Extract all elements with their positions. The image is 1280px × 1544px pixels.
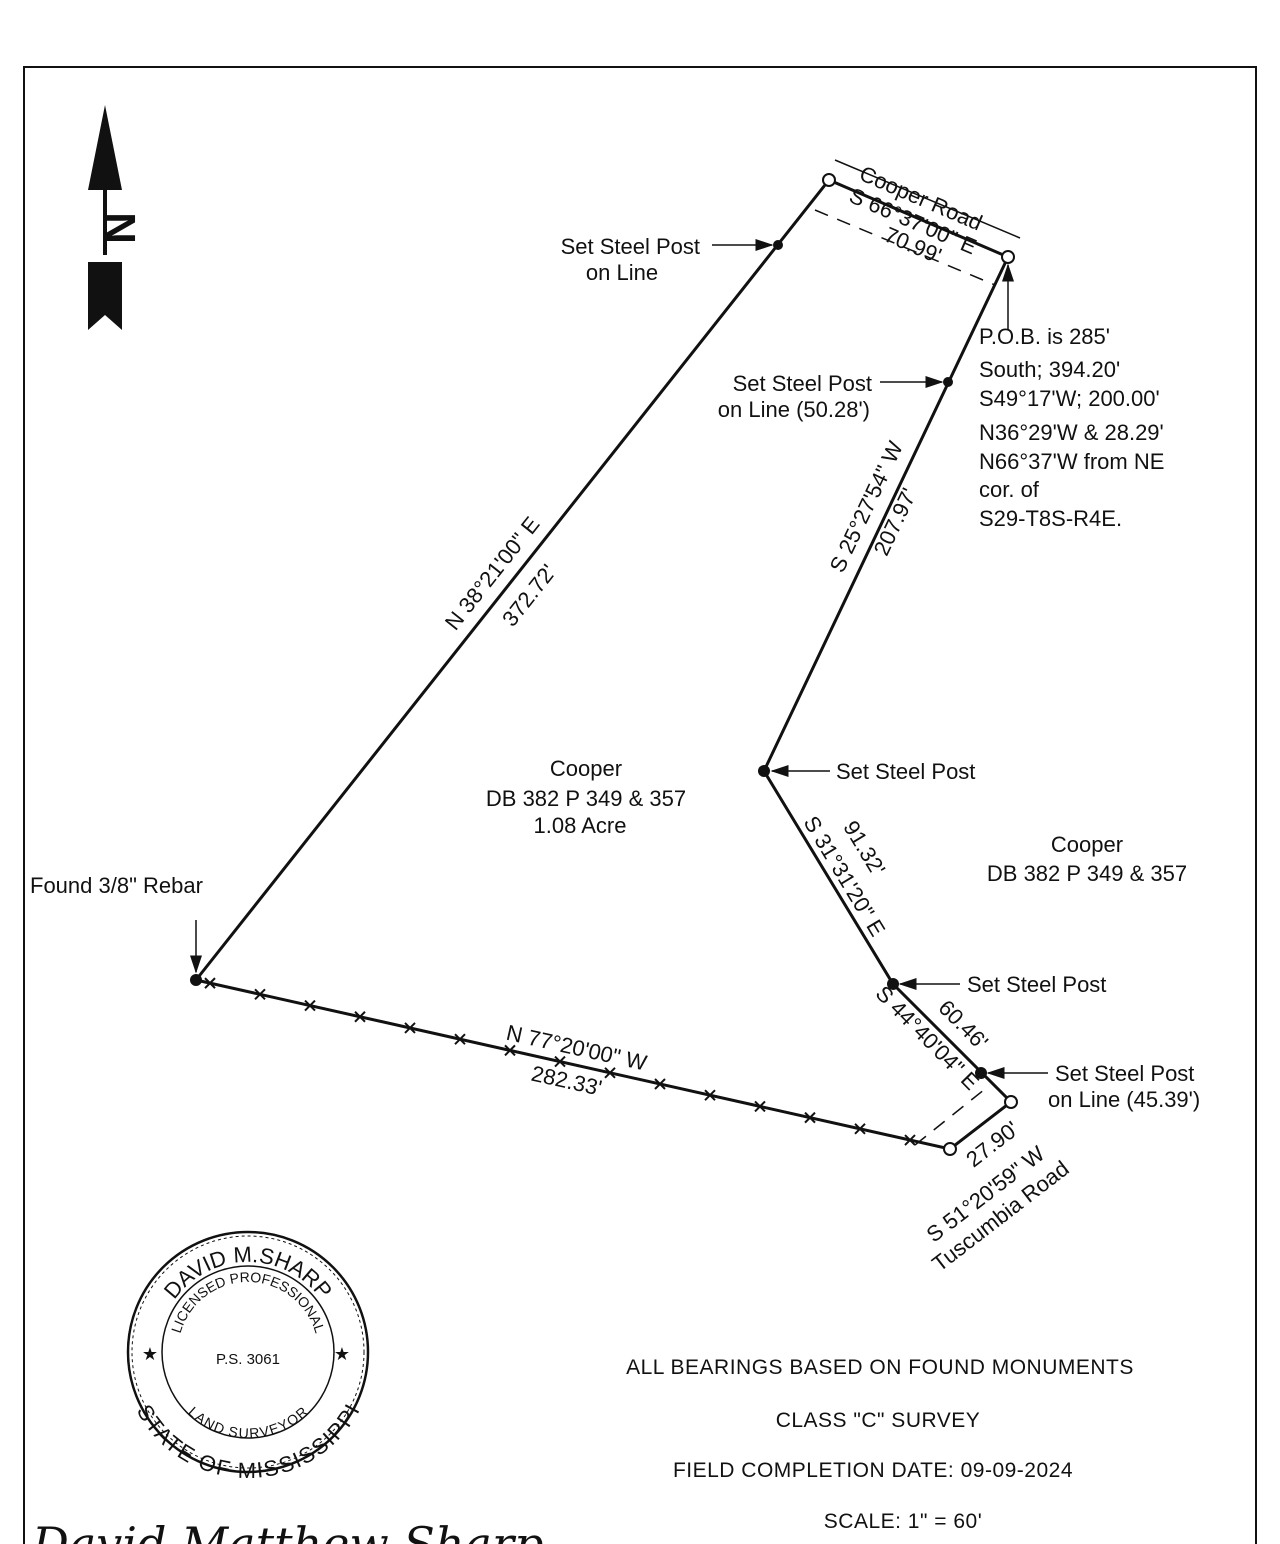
survey-notes: ALL BEARINGS BASED ON FOUND MONUMENTS CL…: [626, 1356, 1134, 1533]
fence-mark-icon: [704, 1089, 716, 1101]
svg-text:N36°29'W & 28.29': N36°29'W & 28.29': [979, 420, 1164, 445]
svg-text:ALL BEARINGS BASED ON FOUND MO: ALL BEARINGS BASED ON FOUND MONUMENTS: [626, 1356, 1134, 1379]
surveyor-signature: David Matthew Sharp: [31, 1517, 543, 1544]
callout-rebar: Found 3/8" Rebar: [30, 873, 203, 898]
steel-post-icon: [758, 765, 770, 777]
callout-post-east-1: Set Steel Post: [733, 371, 872, 396]
north-arrow-icon: N: [88, 105, 144, 330]
north-label: N: [95, 212, 144, 244]
bearing-west: N 38°21'00" E: [440, 512, 545, 635]
svg-text:cor. of: cor. of: [979, 477, 1040, 502]
distance-south: 282.33': [529, 1061, 604, 1101]
iron-pin-icon: [943, 1142, 957, 1156]
steel-post-icon: [887, 978, 899, 990]
subject-parcel-label: Cooper DB 382 P 349 & 357 1.08 Acre: [486, 756, 686, 838]
pob-note: P.O.B. is 285' South; 394.20' S49°17'W; …: [979, 324, 1164, 531]
steel-post-icon: [975, 1067, 987, 1079]
fence-mark-icon: [654, 1078, 666, 1090]
callout-post-lower: Set Steel Post: [967, 972, 1106, 997]
callout-post-mid: Set Steel Post: [836, 759, 975, 784]
svg-text:SCALE: 1" = 60': SCALE: 1" = 60': [824, 1510, 982, 1533]
svg-text:★: ★: [334, 1344, 350, 1364]
monuments: [190, 173, 1018, 1156]
fence-mark-icon: [904, 1134, 916, 1146]
fence-mark-icon: [604, 1067, 616, 1079]
surveyor-seal: DAVID M.SHARP LICENSED PROFESSIONAL P.S.…: [126, 1230, 370, 1483]
rebar-icon: [190, 974, 202, 986]
fence-mark-icon: [554, 1055, 566, 1068]
fence-mark-icon: [804, 1111, 816, 1124]
steel-post-icon: [943, 377, 953, 387]
fence-mark-icon: [204, 977, 216, 989]
svg-text:1.08 Acre: 1.08 Acre: [534, 813, 627, 838]
drawing-border: [23, 66, 1257, 1544]
svg-text:LAND SURVEYOR: LAND SURVEYOR: [185, 1403, 310, 1441]
svg-text:S29-T8S-R4E.: S29-T8S-R4E.: [979, 506, 1122, 531]
adjoiner-parcel-label: Cooper DB 382 P 349 & 357: [987, 832, 1187, 886]
fence-mark-icon: [854, 1123, 866, 1135]
iron-pin-icon: [1001, 250, 1015, 264]
fence-mark-icon: [404, 1022, 416, 1034]
callout-post-line-lower-1: Set Steel Post: [1055, 1061, 1194, 1086]
svg-text:DB 382 P 349 & 357: DB 382 P 349 & 357: [486, 786, 686, 811]
callout-post-west-2: on Line: [586, 260, 658, 285]
callout-post-line-lower-2: on Line (45.39'): [1048, 1087, 1200, 1112]
fence-line: [204, 977, 916, 1146]
svg-text:S49°17'W; 200.00': S49°17'W; 200.00': [979, 386, 1160, 411]
fence-mark-icon: [304, 999, 316, 1012]
svg-text:DB 382 P 349 & 357: DB 382 P 349 & 357: [987, 861, 1187, 886]
svg-text:P.O.B. is 285': P.O.B. is 285': [979, 324, 1110, 349]
svg-text:N66°37'W from NE: N66°37'W from NE: [979, 449, 1164, 474]
fence-mark-icon: [754, 1100, 766, 1113]
svg-text:CLASS "C" SURVEY: CLASS "C" SURVEY: [776, 1409, 981, 1432]
svg-text:South; 394.20': South; 394.20': [979, 357, 1120, 382]
iron-pin-icon: [1004, 1095, 1018, 1109]
svg-text:P.S. 3061: P.S. 3061: [216, 1351, 280, 1368]
svg-text:FIELD COMPLETION DATE: 09-09-2: FIELD COMPLETION DATE: 09-09-2024: [673, 1459, 1073, 1482]
svg-text:★: ★: [142, 1344, 158, 1364]
fence-mark-icon: [254, 988, 266, 1001]
boundary-lines: [194, 159, 1021, 1151]
bearing-south: N 77°20'00" W: [504, 1020, 649, 1076]
leader-arrows: [190, 239, 1048, 1079]
fence-mark-icon: [354, 1011, 366, 1023]
fence-mark-icon: [504, 1044, 516, 1057]
callout-post-east-2: on Line (50.28'): [718, 397, 870, 422]
svg-text:Cooper: Cooper: [550, 756, 622, 781]
steel-post-icon: [773, 240, 783, 250]
callout-post-west-1: Set Steel Post: [561, 234, 700, 259]
iron-pin-icon: [822, 173, 836, 187]
svg-text:Cooper: Cooper: [1051, 832, 1123, 857]
fence-mark-icon: [454, 1033, 466, 1045]
